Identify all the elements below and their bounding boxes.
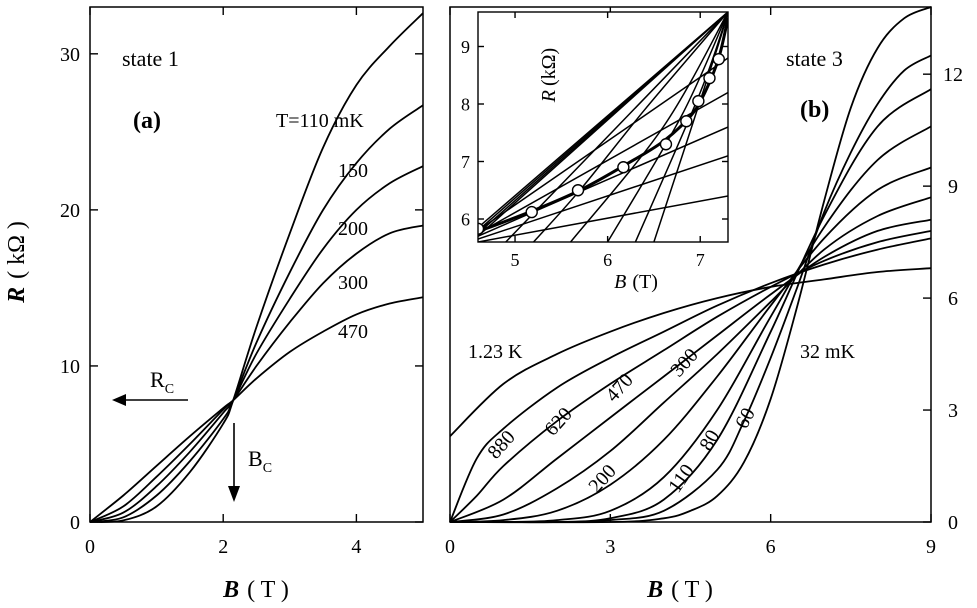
inset-ylabel: R(kΩ) <box>538 48 560 103</box>
panel-b-series-8 <box>449 54 932 524</box>
panel-b-ytick-label: 3 <box>948 400 958 422</box>
panel-b-ytick-label: 0 <box>948 512 958 534</box>
panel-a-xtick-label: 2 <box>218 536 228 558</box>
inset-ytick-label: 8 <box>461 94 470 114</box>
inset-series-10 <box>533 12 728 242</box>
panel-b-xtick-label: 3 <box>605 536 615 558</box>
panel-b-series-0 <box>449 267 932 437</box>
panel-b-xlabel: B( T ) <box>646 577 713 603</box>
panel-a-label: (a) <box>133 108 161 134</box>
inset-series-8 <box>478 12 728 237</box>
panel-a-xtick-label: 0 <box>85 536 95 558</box>
inset-xlabel: B(T) <box>614 271 658 293</box>
panel-a-label-300: 300 <box>338 272 368 294</box>
panel-a-ytick-label: 10 <box>60 356 80 378</box>
inset-frame <box>477 11 729 243</box>
inset-ytick-label: 9 <box>461 37 470 57</box>
panel-b-label-1230: 1.23 K <box>468 341 523 363</box>
panel-b-series-9 <box>449 6 932 524</box>
inset-series-1 <box>478 155 728 240</box>
panel-a-ylabel: R( kΩ ) <box>4 221 30 304</box>
panel-b-series-4 <box>449 196 932 523</box>
inset-point <box>712 52 725 66</box>
inset-point <box>478 222 485 235</box>
panel-a-ticks: 0 2 4 0 10 20 30 <box>60 7 423 558</box>
inset-point <box>692 94 705 108</box>
panel-b-label: (b) <box>800 97 829 123</box>
inset-point <box>525 205 538 219</box>
panel-a-series-4 <box>89 296 424 523</box>
panel-b-series-5 <box>449 166 932 523</box>
panel-a-ytick-label: 20 <box>60 200 80 222</box>
bc-label: BC <box>248 446 272 476</box>
bc-arrow-head <box>228 486 240 502</box>
panel-b-ytick-label: 6 <box>948 288 958 310</box>
panel-a-xlabel: B( T ) <box>222 577 289 603</box>
panel-a-label-110: T=110 mK <box>276 110 364 132</box>
inset-xtick-label: 6 <box>603 250 612 270</box>
panel-a-frame <box>89 6 424 523</box>
inset: 5 6 7 6 7 8 9 R(kΩ) B(T) <box>461 11 729 293</box>
panel-a-series-3 <box>89 224 424 523</box>
panel-b-series-1 <box>449 237 932 523</box>
inset-point <box>680 115 693 128</box>
inset-clipped <box>478 12 728 242</box>
panel-b-xtick-label: 9 <box>926 536 936 558</box>
panel-b-label-80: 80 <box>695 426 724 454</box>
inset-point <box>617 161 630 174</box>
inset-series-11 <box>570 12 728 242</box>
inset-point <box>571 184 585 197</box>
inset-ticks: 5 6 7 6 7 8 9 <box>461 12 728 270</box>
panel-a-ytick-label: 30 <box>60 44 80 66</box>
panel-a-series-0 <box>89 12 424 523</box>
inset-series-9 <box>505 12 728 242</box>
panel-b-state-label: state 3 <box>786 46 843 71</box>
inset-point <box>703 71 716 85</box>
panel-b-ytick-label: 9 <box>948 176 958 198</box>
panel-b-frame <box>449 6 932 523</box>
panel-b-series-2 <box>449 230 932 523</box>
panel-a-curves <box>89 12 424 523</box>
panel-a-label-150: 150 <box>338 160 368 182</box>
panel-b-ytick-label: 12 <box>943 64 963 86</box>
panel-a-label-470: 470 <box>338 321 368 343</box>
panel-a-series-2 <box>89 165 424 523</box>
inset-series-4 <box>478 57 728 232</box>
panel-a-xtick-label: 4 <box>351 536 361 558</box>
panel-b-xtick-label: 6 <box>766 536 776 558</box>
inset-xtick-label: 5 <box>511 250 520 270</box>
panel-b-series-3 <box>449 218 932 523</box>
inset-ytick-label: 7 <box>461 152 470 172</box>
panel-b-label-620: 620 <box>540 403 576 440</box>
panel-a-label-200: 200 <box>338 218 368 240</box>
panel-a-series-1 <box>89 104 424 523</box>
inset-ytick-label: 6 <box>461 209 470 229</box>
panel-b-label-880: 880 <box>483 426 519 463</box>
inset-curves <box>478 12 728 242</box>
panel-b-xtick-label: 0 <box>445 536 455 558</box>
inset-series-0 <box>478 195 728 242</box>
rc-label: RC <box>150 367 174 397</box>
inset-point <box>659 138 673 151</box>
panel-b-curves <box>449 6 932 524</box>
panel-b-label-32: 32 mK <box>800 341 856 363</box>
panel-a-ytick-label: 0 <box>70 512 80 534</box>
panel-a-state-label: state 1 <box>122 46 179 71</box>
inset-series-12 <box>606 12 728 242</box>
bc-annotation: BC <box>228 423 272 502</box>
inset-xtick-label: 7 <box>696 250 705 270</box>
rc-annotation: RC <box>112 367 188 406</box>
rc-arrow-head <box>112 394 126 406</box>
